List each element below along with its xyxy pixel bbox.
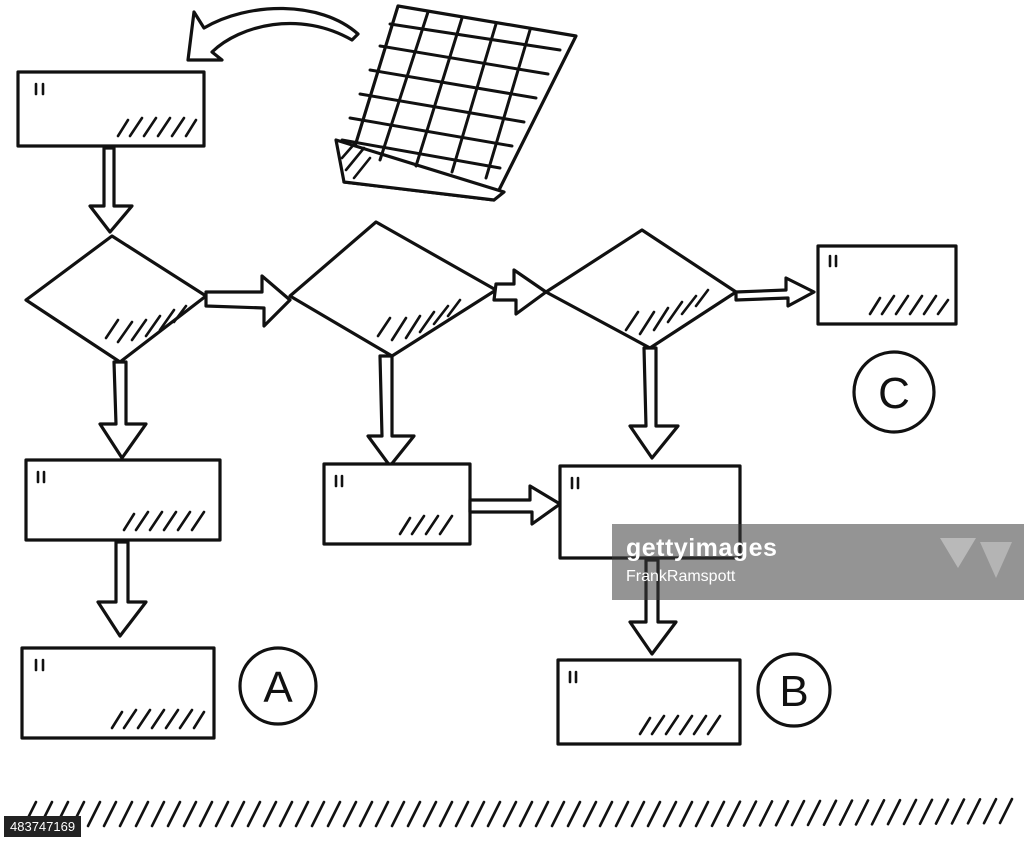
ground-hatch-stroke [742,800,758,827]
process-box-a [20,646,216,740]
watermark-band [612,524,1024,600]
ground-hatch-stroke [566,800,582,828]
ground-hatch-stroke [630,800,646,828]
ground-hatch-stroke [662,800,678,828]
ground-hatch-stroke [486,800,502,828]
process-box-left-middle [24,458,222,542]
label-circle-c: C [852,350,936,434]
ground-hatch-stroke [390,800,406,828]
ground-hatch-stroke [598,800,614,828]
decision-diamond-1 [24,234,208,364]
ground-hatch-stroke [550,800,566,828]
ground-hatch-stroke [214,800,230,828]
ground-hatch-stroke [326,800,342,828]
ground-hatch-stroke [902,798,918,826]
arrow-right [492,268,548,316]
ground-hatch-stroke [406,800,422,828]
ground-hatch-stroke [646,800,662,828]
watermark-credit: FrankRamspott [626,568,736,585]
arrow-down [88,146,134,234]
ground-hatch-stroke [358,800,374,828]
decision-diamond-3 [544,228,738,350]
ground-hatch-stroke [870,798,886,826]
label-c: C [878,369,910,418]
arrow-down [628,346,680,460]
process-box-c [816,244,958,326]
ground-hatch-stroke [726,800,742,828]
arrow-down [98,360,148,460]
ground-hatch-stroke [278,800,294,828]
ground-hatch-stroke [838,799,854,826]
ground-hatch-stroke [582,800,598,828]
ground-hatch-stroke [294,800,310,828]
ground-hatch-stroke [774,799,790,827]
ground-hatch-stroke [374,800,390,828]
ground-hatch-stroke [118,800,134,828]
ground-hatch-stroke [694,800,710,828]
process-box-start [16,70,206,148]
label-circle-b: B [756,652,832,728]
ground-hatch-stroke [934,798,950,825]
ground-hatch-stroke [454,800,470,828]
ground-hatch-stroke [198,800,214,828]
ground-hatching [22,797,1014,828]
ground-hatch-stroke [262,800,278,828]
arrow-down [96,540,148,638]
ground-hatch-stroke [758,800,774,827]
ground-hatch-stroke [470,800,486,828]
image-id-badge: 483747169 [4,816,82,837]
ground-hatch-stroke [310,800,326,828]
ground-hatch-stroke [342,800,358,828]
arrow-right [734,276,816,308]
ground-hatch-stroke [998,797,1014,825]
arrow-right [468,484,562,526]
label-circle-a: A [238,646,318,726]
label-b: B [779,667,808,716]
ground-hatch-stroke [678,800,694,828]
ground-hatch-stroke [806,799,822,827]
curved-arrow [186,6,360,62]
ground-hatch-stroke [166,800,182,828]
ground-hatch-stroke [614,800,630,828]
spreadsheet-icon [334,4,578,202]
ground-hatch-stroke [502,800,518,828]
decision-diamond-2 [288,220,498,358]
ground-hatch-stroke [230,800,246,828]
arrow-down [366,354,416,468]
ground-hatch-stroke [886,798,902,826]
ground-hatch-stroke [134,800,150,828]
watermark-brand: gettyimages [626,534,778,562]
ground-hatch-stroke [246,800,262,828]
ground-hatch-stroke [966,798,982,825]
ground-hatch-stroke [182,800,198,828]
ground-hatch-stroke [534,800,550,828]
watermark-logo-icon [940,538,1012,578]
ground-hatch-stroke [102,800,118,828]
ground-hatch-stroke [518,800,534,828]
ground-hatch-stroke [950,798,966,825]
ground-hatch-stroke [438,800,454,828]
process-box-middle [322,462,472,546]
ground-hatch-stroke [150,800,166,828]
label-a: A [263,663,293,712]
ground-hatch-stroke [86,800,102,828]
ground-hatch-stroke [790,799,806,827]
ground-hatch-stroke [854,799,870,826]
process-box-b [556,658,742,746]
ground-hatch-stroke [918,798,934,826]
ground-hatch-stroke [710,800,726,828]
arrow-right [204,274,292,328]
ground-hatch-stroke [822,799,838,827]
ground-hatch-stroke [982,797,998,825]
ground-hatch-stroke [422,800,438,828]
